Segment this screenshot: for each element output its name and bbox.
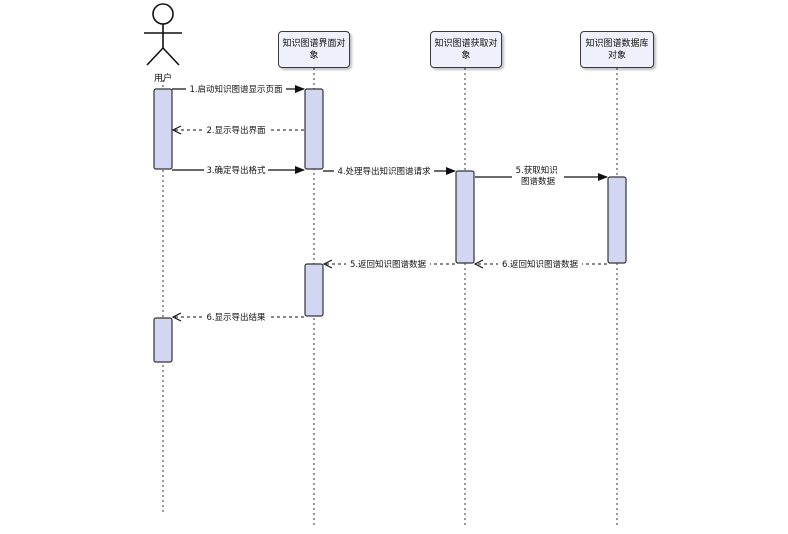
message-label-3: 3.确定导出格式 <box>206 165 266 176</box>
object-box-fetch: 知识图谱获取对象 <box>430 31 502 68</box>
object-box-db: 知识图谱数据库对象 <box>580 31 654 68</box>
message-label-7: 5.返回知识图谱数据 <box>350 259 427 270</box>
message-label-1: 1.启动知识图谱显示页面 <box>189 84 283 95</box>
message-label-8: 6.显示导出结果 <box>206 312 266 323</box>
activation-ui-1 <box>304 88 324 170</box>
object-label-db: 知识图谱数据库对象 <box>585 38 649 61</box>
activation-user-1 <box>153 88 173 170</box>
object-label-fetch: 知识图谱获取对象 <box>434 38 498 61</box>
activation-user-2 <box>153 317 173 363</box>
message-label-5: 5.获取知识 图谱数据 <box>516 165 561 187</box>
actor-label: 用户 <box>153 74 172 84</box>
object-label-ui: 知识图谱界面对象 <box>282 38 346 61</box>
activation-fetch <box>455 170 475 264</box>
actor-figure <box>144 3 182 66</box>
message-label-6: 6.返回知识图谱数据 <box>502 259 579 270</box>
message-label-2: 2.显示导出界面 <box>206 125 266 136</box>
object-box-ui: 知识图谱界面对象 <box>278 31 350 68</box>
activation-ui-2 <box>304 263 324 317</box>
activation-db <box>607 176 627 264</box>
message-label-4: 4.处理导出知识图谱请求 <box>337 166 431 177</box>
